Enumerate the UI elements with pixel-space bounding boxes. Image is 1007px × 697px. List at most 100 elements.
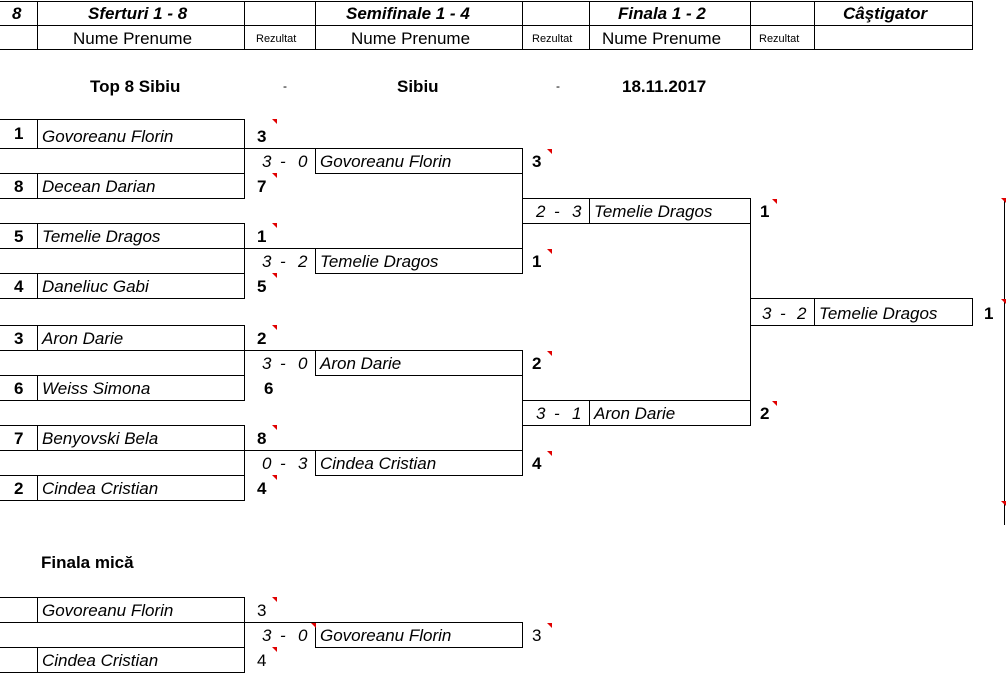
comment-marker-icon bbox=[547, 451, 552, 456]
col-result-3: Rezultat bbox=[759, 33, 800, 45]
player-name: Aron Darie bbox=[42, 329, 124, 348]
seed-number: 1 bbox=[14, 124, 24, 143]
comment-marker-icon bbox=[1001, 501, 1006, 506]
set-score-a: 3 bbox=[262, 152, 272, 171]
set-score-b: 2 bbox=[298, 252, 308, 271]
col-result-2: Rezultat bbox=[532, 33, 573, 45]
seed-number: 4 bbox=[14, 277, 24, 296]
match-result: 3 bbox=[532, 152, 542, 171]
set-score-b: 1 bbox=[572, 404, 582, 423]
header-quarterfinals: Sferturi 1 - 8 bbox=[88, 4, 188, 23]
player-name: Benyovski Bela bbox=[42, 429, 159, 448]
match-result: 4 bbox=[532, 454, 542, 473]
match-result: 1 bbox=[257, 227, 267, 246]
set-score-a: 0 bbox=[262, 454, 272, 473]
player-name: Weiss Simona bbox=[42, 379, 151, 398]
header-winner: Câştigator bbox=[843, 4, 928, 23]
player-name: Cindea Cristian bbox=[42, 479, 159, 498]
set-score-b: 2 bbox=[797, 304, 807, 323]
match-result: 3 bbox=[532, 626, 542, 645]
match-result: 7 bbox=[257, 177, 267, 196]
comment-marker-icon bbox=[272, 425, 277, 430]
player-name: Daneliuc Gabi bbox=[42, 277, 149, 296]
event-separator-2: - bbox=[556, 79, 560, 93]
comment-marker-icon bbox=[272, 475, 277, 480]
header-count: 8 bbox=[12, 4, 22, 23]
event-separator-1: - bbox=[283, 79, 287, 93]
player-name: Aron Darie bbox=[594, 404, 676, 423]
set-score-b: 0 bbox=[298, 152, 308, 171]
comment-marker-icon bbox=[1001, 198, 1006, 203]
match-result: 2 bbox=[760, 404, 770, 423]
player-name: Temelie Dragos bbox=[320, 252, 439, 271]
comment-marker-icon bbox=[547, 249, 552, 254]
set-score-b: 0 bbox=[298, 354, 308, 373]
comment-marker-icon bbox=[311, 623, 316, 628]
event-location: Sibiu bbox=[397, 77, 439, 96]
player-name: Govoreanu Florin bbox=[42, 127, 174, 146]
col-result-1: Rezultat bbox=[256, 33, 297, 45]
comment-marker-icon bbox=[272, 597, 277, 602]
comment-marker-icon bbox=[547, 149, 552, 154]
set-score-dash: - bbox=[554, 202, 560, 221]
set-score-a: 3 bbox=[262, 626, 272, 645]
seed-number: 7 bbox=[14, 429, 24, 448]
player-name: Temelie Dragos bbox=[42, 227, 161, 246]
comment-marker-icon bbox=[272, 223, 277, 228]
match-result: 1 bbox=[760, 202, 770, 221]
match-result: 8 bbox=[257, 429, 267, 448]
comment-marker-icon bbox=[772, 401, 777, 406]
comment-marker-icon bbox=[772, 199, 777, 204]
player-name: Temelie Dragos bbox=[594, 202, 713, 221]
player-name: Cindea Cristian bbox=[320, 454, 437, 473]
comment-marker-icon bbox=[272, 647, 277, 652]
small-final-player-1: Govoreanu Florin bbox=[42, 601, 174, 620]
small-final-title: Finala mică bbox=[41, 553, 134, 572]
match-result: 1 bbox=[532, 252, 542, 271]
set-score-dash: - bbox=[280, 454, 286, 473]
set-score-dash: - bbox=[280, 626, 286, 645]
player-name: Govoreanu Florin bbox=[320, 626, 452, 645]
set-score-a: 2 bbox=[536, 202, 546, 221]
event-title: Top 8 Sibiu bbox=[90, 77, 181, 96]
set-score-a: 3 bbox=[762, 304, 772, 323]
small-final-result-1: 3 bbox=[257, 601, 267, 620]
comment-marker-icon bbox=[1001, 299, 1006, 304]
set-score-a: 3 bbox=[262, 252, 272, 271]
col-name-2: Nume Prenume bbox=[351, 29, 471, 48]
seed-number: 8 bbox=[14, 177, 24, 196]
player-name: Govoreanu Florin bbox=[320, 152, 452, 171]
match-result: 2 bbox=[532, 354, 542, 373]
match-result: 6 bbox=[264, 379, 274, 398]
comment-marker-icon bbox=[547, 351, 552, 356]
set-score-dash: - bbox=[554, 404, 560, 423]
comment-marker-icon bbox=[272, 119, 277, 124]
comment-marker-icon bbox=[272, 325, 277, 330]
set-score-dash: - bbox=[780, 304, 786, 323]
match-result: 3 bbox=[257, 127, 267, 146]
comment-marker-icon bbox=[272, 173, 277, 178]
seed-number: 3 bbox=[14, 329, 24, 348]
set-score-dash: - bbox=[280, 252, 286, 271]
small-final-player-2: Cindea Cristian bbox=[42, 651, 159, 670]
match-result: 4 bbox=[257, 479, 267, 498]
set-score-b: 0 bbox=[298, 626, 308, 645]
event-date: 18.11.2017 bbox=[622, 77, 707, 96]
set-score-b: 3 bbox=[572, 202, 582, 221]
champion-name: Temelie Dragos bbox=[819, 304, 938, 323]
set-score-dash: - bbox=[280, 354, 286, 373]
col-name-3: Nume Prenume bbox=[602, 29, 722, 48]
set-score-dash: - bbox=[280, 152, 286, 171]
player-name: Decean Darian bbox=[42, 177, 156, 196]
match-result: 5 bbox=[257, 277, 267, 296]
set-score-b: 3 bbox=[298, 454, 308, 473]
comment-marker-icon bbox=[272, 273, 277, 278]
seed-number: 6 bbox=[14, 379, 24, 398]
match-result: 2 bbox=[257, 329, 267, 348]
seed-number: 2 bbox=[14, 479, 24, 498]
header-final: Finala 1 - 2 bbox=[618, 4, 706, 23]
player-name: Aron Darie bbox=[320, 354, 402, 373]
set-score-a: 3 bbox=[536, 404, 546, 423]
col-name-1: Nume Prenume bbox=[73, 29, 193, 48]
small-final-result-2: 4 bbox=[257, 651, 267, 670]
